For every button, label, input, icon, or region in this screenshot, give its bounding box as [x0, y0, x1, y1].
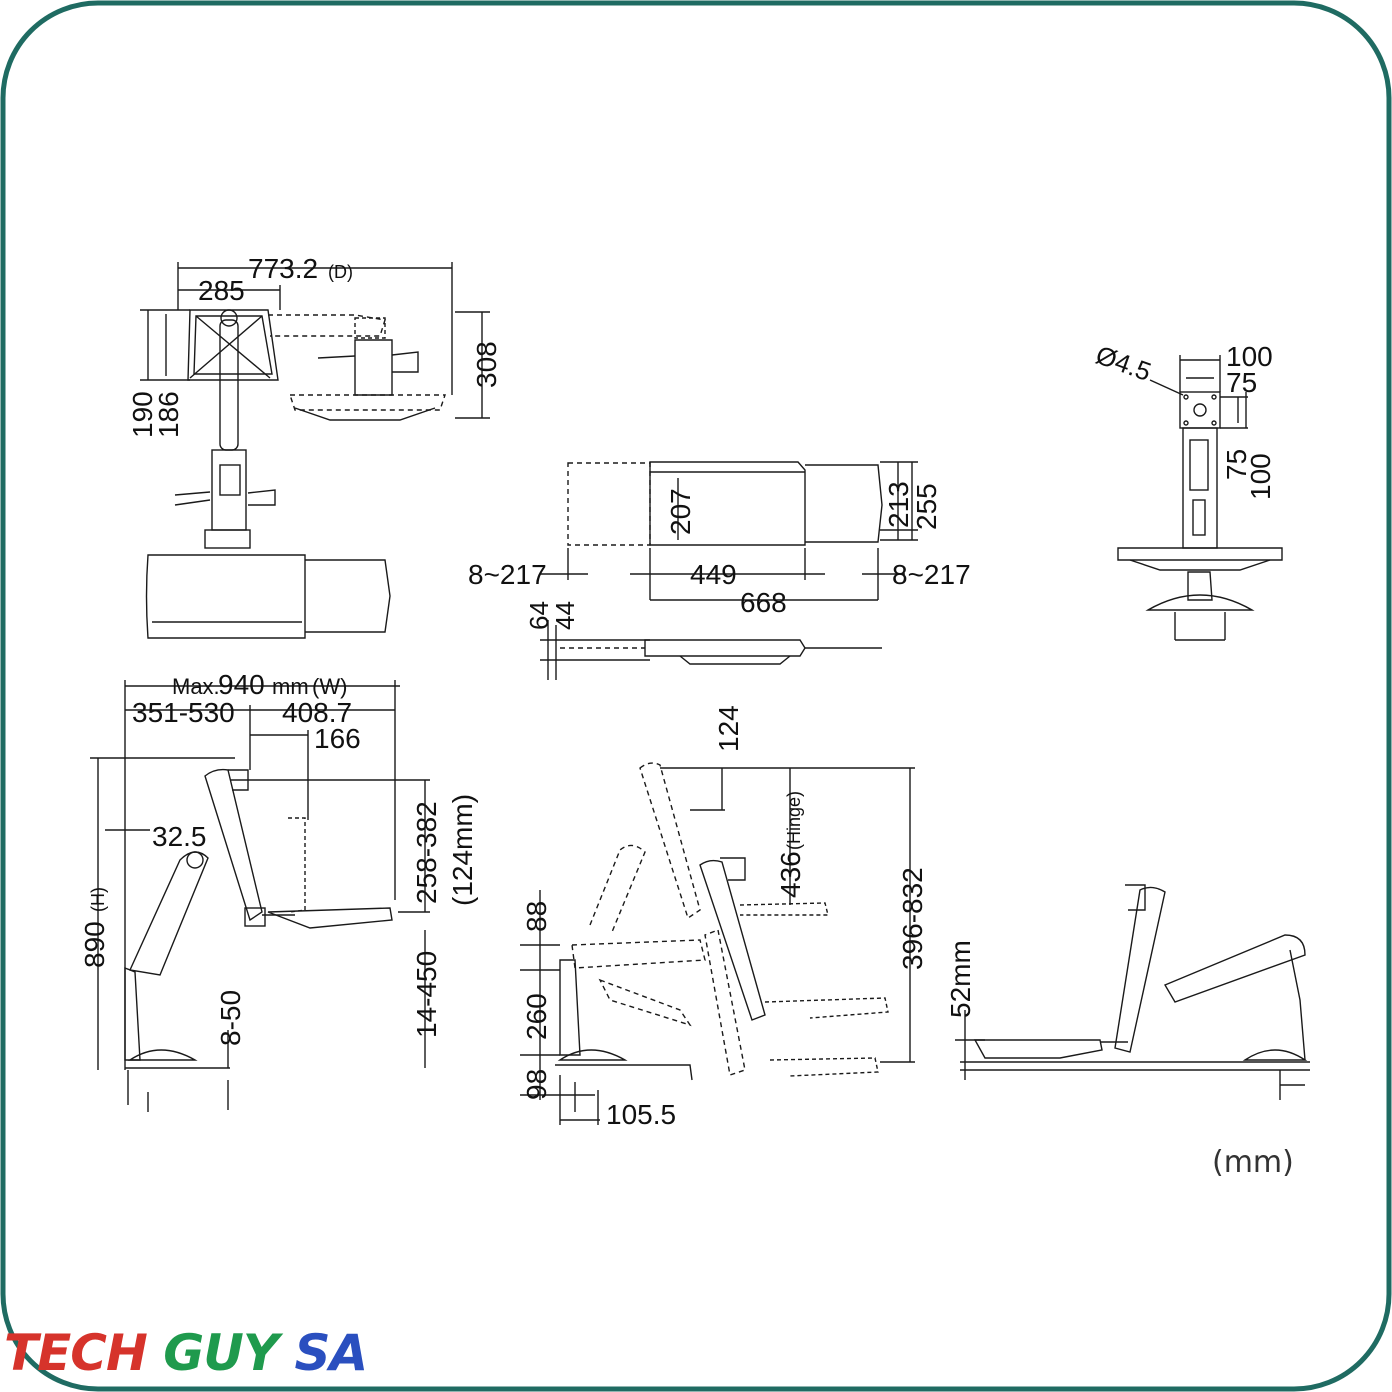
dim-hinge: (Hinge)	[784, 791, 804, 850]
dim-190: 190	[127, 391, 158, 438]
dim-166: 166	[314, 723, 361, 754]
dim-ext-left: 8~217	[468, 559, 547, 590]
dim-98: 98	[521, 1069, 552, 1100]
dim-max-unit: mm	[272, 674, 309, 699]
side-view-drawing	[90, 680, 430, 1112]
flat-view-drawing	[955, 884, 1310, 1100]
dim-258-382: 258-382	[411, 801, 442, 904]
dim-64: 64	[524, 601, 554, 630]
motion-view-drawing	[520, 762, 915, 1125]
dim-52mm: 52mm	[945, 940, 976, 1018]
dim-396-832: 396-832	[897, 867, 928, 970]
dim-449: 449	[690, 559, 737, 590]
dim-260: 260	[521, 993, 552, 1040]
dim-308: 308	[471, 341, 502, 388]
dim-vesa-100-top: 100	[1226, 341, 1273, 372]
dim-124mm: (124mm)	[447, 794, 478, 906]
dim-285: 285	[198, 275, 245, 306]
dim-max-prefix: Max.	[172, 674, 220, 699]
vesa-view-drawing	[1117, 355, 1283, 641]
dim-186: 186	[153, 391, 184, 438]
unit-note: (mm)	[1212, 1145, 1294, 1180]
dim-vesa-75-side: 75	[1221, 449, 1252, 480]
dim-height-suffix: (H)	[88, 887, 108, 912]
dim-14-450: 14-450	[411, 951, 442, 1038]
dim-668: 668	[740, 587, 787, 618]
dim-max-value: 940	[218, 669, 265, 700]
dim-height: 890	[79, 921, 110, 968]
dim-max-suffix: (W)	[312, 674, 347, 699]
dim-105: 105.5	[606, 1099, 676, 1130]
dim-124: 124	[713, 705, 744, 752]
dim-hole: Ø4.5	[1092, 339, 1155, 386]
tray-view-drawing	[540, 461, 918, 680]
dim-8-50: 8-50	[215, 990, 246, 1046]
dim-ext-right: 8~217	[892, 559, 971, 590]
dim-213: 213	[883, 481, 914, 528]
dim-88: 88	[521, 901, 552, 932]
dim-vesa-75-top: 75	[1226, 367, 1257, 398]
dim-depth: 773.2	[248, 253, 318, 284]
dim-reach: 351-530	[132, 697, 235, 728]
dim-207: 207	[665, 488, 696, 535]
dim-255: 255	[911, 483, 942, 530]
dim-325: 32.5	[152, 821, 207, 852]
dim-436: 436	[775, 851, 806, 898]
dim-vesa-100-side: 100	[1245, 453, 1276, 500]
dim-depth-suffix: (D)	[328, 262, 353, 282]
tech-guy-sa-logo: TECH GUY SA	[4, 1324, 367, 1382]
dim-408: 408.7	[282, 697, 352, 728]
top-view-drawing	[140, 262, 490, 639]
dim-44: 44	[550, 601, 580, 630]
